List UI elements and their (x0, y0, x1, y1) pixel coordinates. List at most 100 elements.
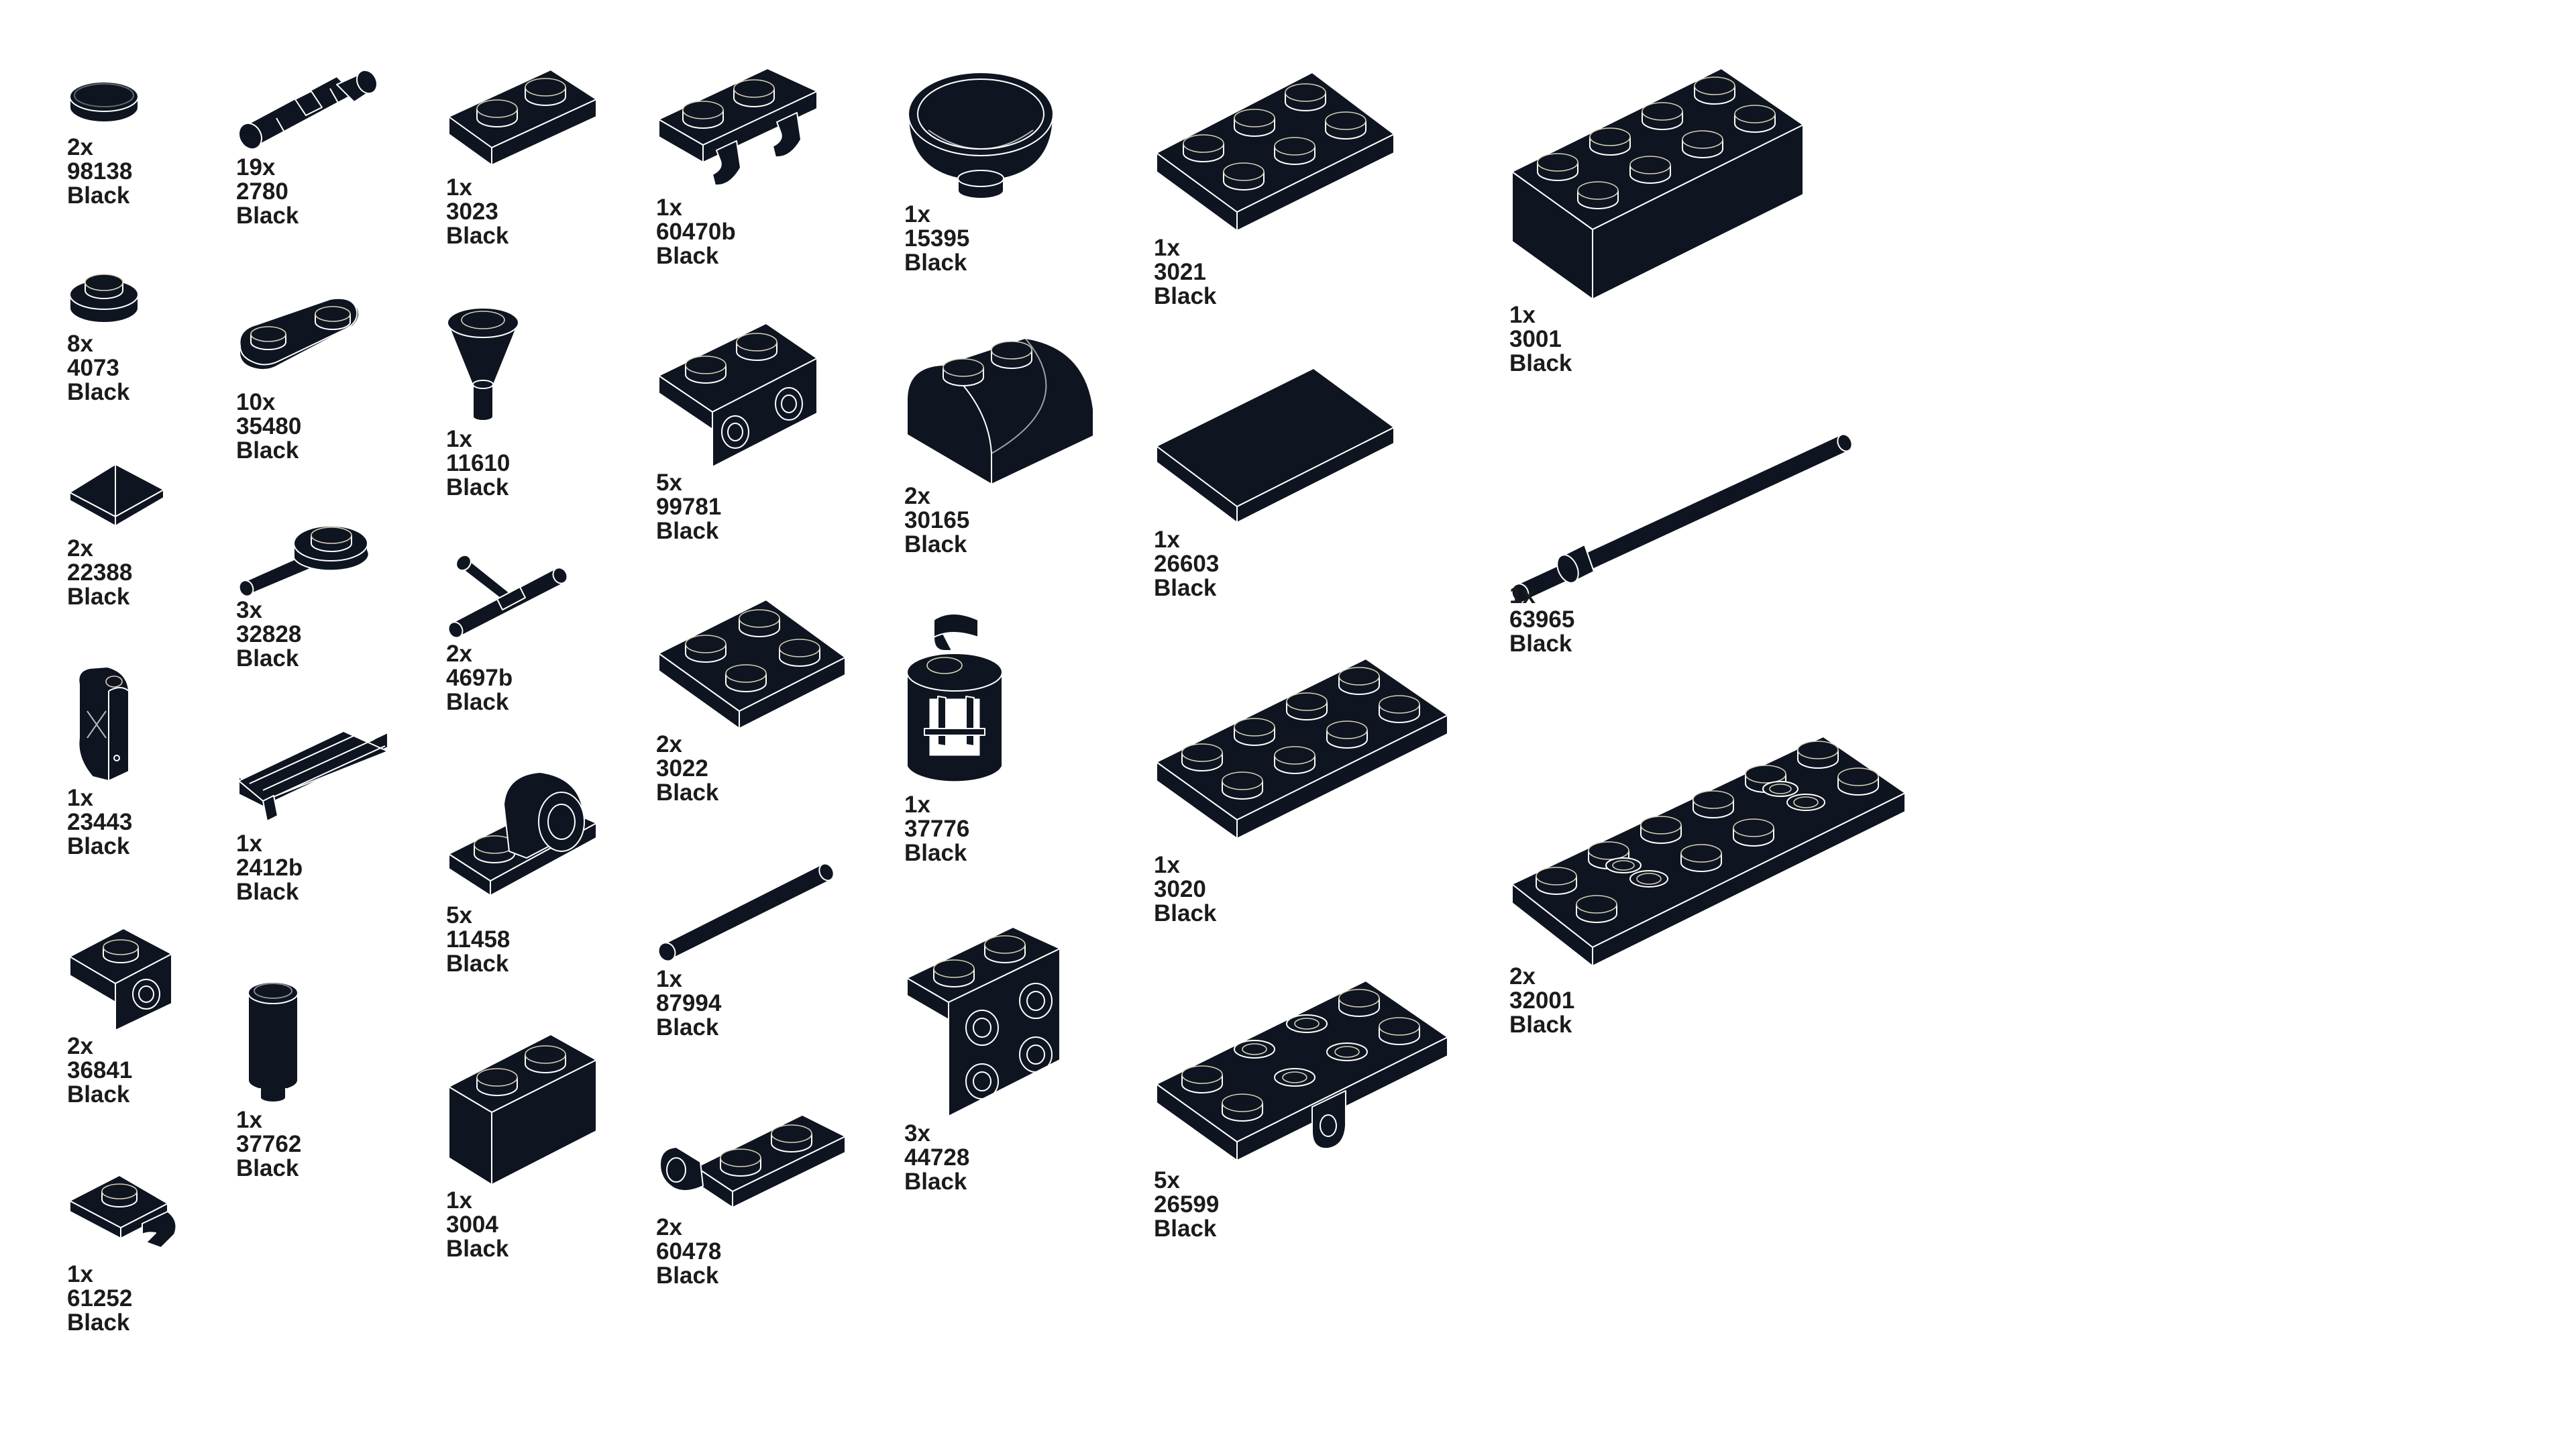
part-number: 60470b (656, 219, 736, 245)
part-quantity: 1x (67, 785, 93, 811)
part-quantity: 3x (236, 597, 262, 623)
part-quantity: 1x (1509, 302, 1536, 328)
brick-1x2-icon (448, 1034, 597, 1185)
part-item: 1x 23443 Black (67, 664, 141, 859)
part-item: 1x 63965 Black (1509, 429, 1858, 656)
part-item: 2x 4697b Black (446, 553, 574, 714)
part-quantity: 3x (904, 1120, 930, 1146)
part-number: 99781 (656, 494, 722, 520)
technic-pin-friction-icon (238, 69, 378, 150)
plate-1x2-two-clips-icon (658, 68, 818, 186)
part-item: 10x 35480 Black (236, 295, 364, 463)
part-color: Black (446, 1236, 509, 1262)
part-quantity: 5x (656, 470, 682, 496)
part-item: 1x 11610 Black (446, 305, 520, 500)
part-color: Black (236, 879, 299, 905)
part-item: 1x 15395 Black (904, 67, 1059, 275)
part-number: 23443 (67, 809, 133, 835)
bracket-1x2-icon (658, 323, 818, 468)
bar-holder-clip-icon (78, 666, 129, 782)
part-number: 60478 (656, 1238, 722, 1265)
part-color: Black (1509, 350, 1572, 376)
dish-round-2x2-icon (908, 72, 1054, 199)
part-quantity: 5x (446, 902, 472, 928)
part-color: Black (1509, 1012, 1572, 1038)
part-color: Black (236, 437, 299, 464)
plate-2x2-icon (658, 599, 846, 729)
part-number: 4073 (67, 355, 119, 381)
part-color: Black (67, 379, 130, 405)
part-color: Black (67, 1309, 130, 1336)
part-item: 2x 3022 Black (656, 597, 851, 805)
plate-round-with-bar-icon (238, 525, 370, 597)
part-item: 2x 30165 Black (904, 335, 1099, 557)
part-quantity: 2x (656, 1214, 682, 1240)
part-quantity: 2x (904, 483, 930, 509)
part-number: 2780 (236, 178, 288, 205)
part-number: 44728 (904, 1144, 970, 1171)
part-color: Black (1154, 1216, 1217, 1242)
part-number: 2412b (236, 855, 303, 881)
part-color: Black (904, 250, 967, 276)
part-number: 15395 (904, 225, 970, 252)
part-item: 5x 26599 Black (1154, 979, 1456, 1241)
part-number: 3001 (1509, 326, 1562, 352)
part-color: Black (67, 584, 130, 610)
part-quantity: 2x (446, 641, 472, 667)
part-quantity: 1x (446, 426, 472, 452)
part-item: 19x 2780 Black (236, 67, 378, 228)
part-quantity: 1x (1154, 852, 1180, 878)
round-tile-1x1-icon (69, 81, 139, 123)
part-quantity: 2x (67, 1033, 93, 1059)
part-color: Black (1154, 900, 1217, 926)
part-color: Black (67, 182, 130, 209)
part-color: Black (656, 518, 719, 544)
part-number: 61252 (67, 1285, 133, 1311)
part-number: 3004 (446, 1212, 498, 1238)
lantern-cage-icon (906, 613, 1003, 783)
part-quantity: 8x (67, 331, 93, 357)
part-number: 37762 (236, 1131, 302, 1157)
brick-round-1x1-long-icon (248, 981, 299, 1103)
part-quantity: 2x (67, 535, 93, 561)
tile-grille-1x2-icon (238, 731, 388, 822)
part-number: 35480 (236, 413, 302, 439)
part-quantity: 1x (1154, 527, 1180, 553)
part-item: 8x 4073 Black (67, 264, 141, 405)
part-item: 5x 11458 Black (446, 768, 600, 976)
part-color: Black (446, 689, 509, 715)
brick-2x4-icon (1511, 68, 1804, 300)
part-number: 22388 (67, 559, 133, 586)
part-number: 11610 (446, 450, 511, 476)
part-number: 3020 (1154, 876, 1206, 902)
part-color: Black (446, 474, 509, 500)
bar-3l-icon (657, 863, 835, 962)
plate-2x3-icon (1156, 72, 1395, 231)
part-number: 32001 (1509, 987, 1575, 1014)
part-quantity: 1x (446, 174, 472, 201)
part-number: 3022 (656, 755, 708, 782)
part-number: 63965 (1509, 606, 1575, 633)
part-item: 3x 32828 Black (236, 517, 370, 671)
part-color: Black (236, 1155, 299, 1181)
technic-pneumatic-t-icon (447, 554, 568, 639)
plate-1x2-pin-hole-icon (448, 771, 597, 896)
slope-pyramid-icon (69, 464, 164, 527)
plate-2x6-holes-icon (1511, 736, 1906, 967)
part-quantity: 2x (1509, 963, 1536, 989)
part-item: 5x 99781 Black (656, 322, 824, 543)
brick-curved-2x2-icon (906, 337, 1094, 485)
part-quantity: 1x (904, 792, 930, 818)
part-item: 2x 32001 Black (1509, 736, 1912, 1038)
part-color: Black (656, 1263, 719, 1289)
part-number: 11458 (446, 926, 511, 953)
part-number: 26599 (1154, 1191, 1220, 1218)
part-number: 30165 (904, 507, 970, 533)
part-color: Black (656, 780, 719, 806)
part-item: 3x 44728 Black (904, 926, 1065, 1194)
round-plate-1x1-icon (69, 274, 139, 323)
part-quantity: 10x (236, 389, 276, 415)
part-item: 1x 37762 Black (236, 973, 310, 1181)
plate-2x4-pin-holes-icon (1156, 980, 1448, 1161)
